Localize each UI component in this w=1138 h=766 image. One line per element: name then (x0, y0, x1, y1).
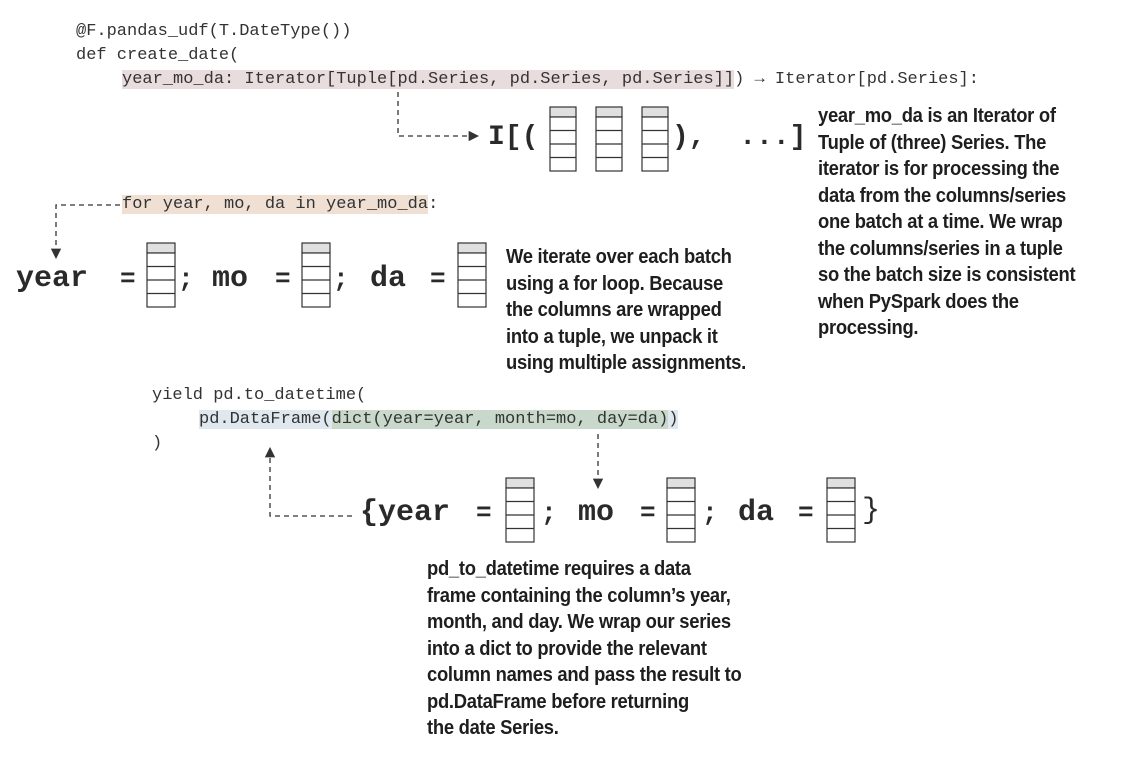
dict-highlight: dict(year=year, month=mo, day=da) (331, 410, 669, 429)
iterator-leader-arrow (397, 92, 480, 142)
iterator-argument-highlight: year_mo_da: Iterator[Tuple[pd.Series, pd… (122, 70, 735, 89)
series-glyph (301, 242, 331, 308)
iterator-close: ), ...] (672, 122, 807, 153)
series-glyph (826, 477, 856, 543)
dict-semicolon-1: ; (541, 498, 557, 528)
da-variable: da (370, 262, 407, 296)
dataframe-leader-arrow (264, 446, 352, 517)
iterator-prefix: I[( (488, 122, 539, 153)
dict-year-equals: = (476, 498, 492, 528)
return-type: ) → Iterator[pd.Series]: (734, 70, 979, 89)
series-glyph (549, 106, 577, 172)
dict-open-year: {year (360, 496, 451, 530)
series-glyph (505, 477, 535, 543)
year-equals: = (120, 264, 136, 294)
dict-da-equals: = (798, 498, 814, 528)
da-equals: = (430, 264, 446, 294)
mo-equals: = (275, 264, 291, 294)
closing-paren-line: ) (152, 434, 163, 453)
series-glyph (457, 242, 487, 308)
datetime-note: pd_to_datetime requires a data frame con… (427, 558, 742, 739)
series-glyph (641, 106, 669, 172)
mo-variable: mo (212, 262, 249, 296)
iterator-note: year_mo_da is an Iterator of Tuple of (t… (818, 105, 1076, 339)
semicolon-1: ; (178, 264, 194, 294)
dict-mo: mo (578, 496, 615, 530)
signature-line: year_mo_da: Iterator[Tuple[pd.Series, pd… (122, 70, 979, 90)
yield-line: yield pd.to_datetime( (152, 386, 367, 405)
semicolon-2: ; (333, 264, 349, 294)
year-variable: year (16, 262, 89, 296)
dict-close-brace: } (862, 494, 881, 528)
for-loop-highlight: for year, mo, da in year_mo_da (122, 195, 429, 214)
series-glyph (146, 242, 176, 308)
dict-semicolon-2: ; (702, 498, 718, 528)
dict-mo-equals: = (640, 498, 656, 528)
loop-leader-arrow (50, 204, 120, 260)
decorator-line: @F.pandas_udf(T.DateType()) (76, 22, 352, 41)
dict-da: da (738, 496, 775, 530)
loop-note: We iterate over each batch using a for l… (506, 246, 746, 374)
dataframe-line: pd.DataFrame(dict(year=year, month=mo, d… (199, 410, 679, 430)
dataframe-close-highlight: ) (668, 410, 679, 429)
series-glyph (595, 106, 623, 172)
series-glyph (666, 477, 696, 543)
dataframe-highlight: pd.DataFrame( (199, 410, 332, 429)
def-line: def create_date( (76, 46, 240, 65)
for-loop-line: for year, mo, da in year_mo_da: (122, 195, 438, 215)
for-loop-colon: : (428, 195, 439, 214)
